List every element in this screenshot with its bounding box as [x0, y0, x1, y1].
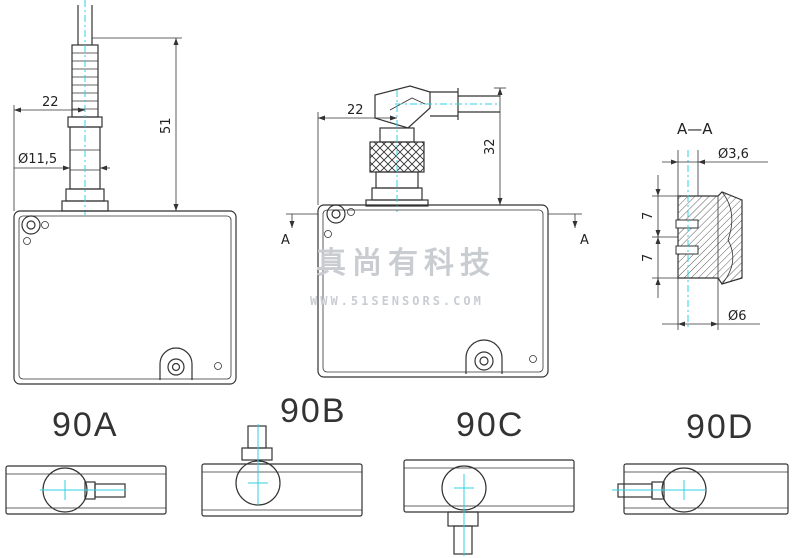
section-pitch-2: 7 [641, 254, 656, 262]
v1-height-dim: 51 [159, 117, 174, 134]
view-straight-connector: 22 51 Ø11,5 [13, 0, 237, 385]
v2-width-dim: 22 [347, 103, 364, 118]
model-label-90b: 90B [280, 392, 347, 430]
bottom-view-90a [5, 465, 167, 515]
section-a-a: A—A 7 7 Ø3,6 Ø6 [641, 120, 768, 330]
v2-height-dim: 32 [483, 138, 498, 155]
v1-diameter-dim: Ø11,5 [18, 152, 57, 167]
view-angled-connector: 22 32 A A [281, 85, 589, 378]
section-marker-right: A [580, 233, 589, 248]
bottom-view-90b [201, 424, 363, 517]
section-bottom-dia: Ø6 [728, 309, 747, 324]
model-label-90d: 90D [686, 408, 754, 446]
bottom-view-90d [612, 463, 789, 515]
section-pitch-1: 7 [641, 212, 656, 220]
model-label-90a: 90A [52, 406, 119, 444]
model-label-90c: 90C [456, 406, 524, 444]
section-title: A—A [677, 120, 713, 138]
section-hole-dia: Ø3,6 [718, 147, 749, 162]
v1-width-dim: 22 [42, 95, 59, 110]
section-marker-left: A [281, 233, 290, 248]
bottom-view-90c [403, 459, 575, 556]
watermark-text: 真尚有科技 [316, 246, 496, 281]
watermark-url: WWW.51SENSORS.COM [310, 294, 484, 308]
